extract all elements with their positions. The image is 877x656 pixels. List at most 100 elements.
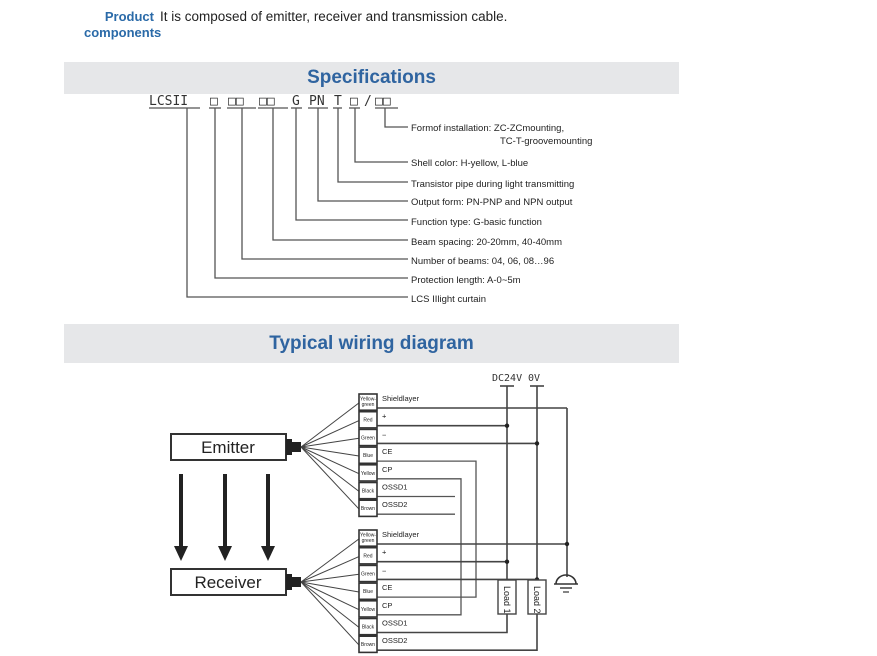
desc-length: Protection length: A-0~5m [411,275,521,286]
wire-color-label: Brown [361,506,375,512]
fan-wire [300,446,360,457]
wire-signal-label: CE [382,583,392,592]
spec-leader-line [354,108,408,163]
product-components-text: It is composed of emitter, receiver and … [160,9,508,24]
product-components-label: Product components [84,9,162,41]
desc-shell: Shell color: H-yellow, L-blue [411,158,528,169]
code-part-output: PN [309,94,325,109]
light-beams [174,474,275,561]
wire-signal-label: OSSD1 [382,483,407,492]
wire-signal-label: CP [382,465,392,474]
spec-leader-line [337,108,408,183]
rail-dc24v-label: DC24V [492,373,522,384]
fan-wire [300,538,360,583]
terminal-box [358,463,378,482]
code-part-spacing: □□ [259,94,275,109]
terminal-box [358,481,378,500]
wire-signal-label: OSSD2 [382,636,407,645]
wire-color-label: Blue [363,589,373,595]
model-code: LCSII □ □□ □□ G PN T □ / □□ [149,94,391,109]
code-part-slash: / [364,94,372,109]
spec-descriptions: Formof installation: ZC-ZCmounting, TC-T… [411,123,592,305]
code-part-series: LCSII [149,94,188,109]
terminal-box [358,393,378,412]
power-rails: DC24V 0V [492,373,540,384]
wire-color-label: Black [362,489,375,495]
receiver-box [170,568,287,596]
junction-dot [564,541,570,547]
receiver: Receiver [170,568,301,596]
emitter-plug [292,442,301,452]
wire-signal-label: − [382,430,387,439]
wire-color-label: Blue [363,453,373,459]
terminal-box [358,564,378,583]
wire-color-label: Red [363,418,372,424]
desc-output: Output form: PN-PNP and NPN output [411,197,573,208]
wire-color-label: green [362,538,375,544]
cp-link-wire [377,478,462,616]
desc-series: LCS IIlight curtain [411,294,486,305]
ce-link-wire [377,460,477,598]
specifications-heading: Specifications [64,62,679,94]
spec-leader-line [295,108,408,221]
fan-wire [300,581,360,593]
wire-color-label: Red [363,554,372,560]
wire-signal-label: Shieldlayer [382,530,420,539]
wire-color-label: Brown [361,642,375,648]
receiver-ossd1-wire [377,614,508,634]
fan-wire [300,402,360,448]
desc-mounting-2: TC-T-groovemounting [500,136,592,147]
terminal-box [358,635,378,654]
fan-wire [300,420,360,448]
spec-leader-line [214,108,408,279]
fan-wire [300,556,360,583]
junction-dot [504,559,510,564]
wiring-diagram-heading: Typical wiring diagram [64,324,679,363]
receiver-ossd2-wire [377,614,538,651]
wire-color-label: green [362,402,375,408]
code-part-shell: □ [350,94,358,109]
emitter-connector [286,439,292,455]
fan-wire [300,581,360,646]
wire-signal-label: + [382,412,387,421]
product-label-line1: Product [104,9,154,24]
terminal-box [358,529,378,548]
receiver-label: Receiver [194,573,261,592]
fan-wire [300,446,360,510]
spec-leader-line [272,108,408,241]
load-2-box [527,579,547,615]
spec-leader-lines [149,107,408,298]
code-part-length: □ [210,94,218,109]
code-part-mounting: □□ [375,94,391,109]
spec-leader-line [186,108,408,298]
wire-color-label: Yellow- [360,397,376,403]
junction-dot [534,441,540,446]
wire-color-label: Yellow [361,607,376,613]
receiver-connector [286,574,292,590]
wire-signal-label: CP [382,601,392,610]
fan-wire [300,437,360,448]
load-1-label: Load 1 [502,586,512,614]
code-part-beams: □□ [228,94,244,109]
desc-function: Function type: G-basic function [411,217,542,228]
junction-dot [504,423,510,428]
terminal-box [358,428,378,447]
terminal-box [358,499,378,518]
fan-wire [300,581,360,628]
product-label-line2: components [84,25,162,40]
terminal-box [358,546,378,565]
wire-signal-label: + [382,548,387,557]
code-part-function: G [292,94,300,109]
terminal-box [358,582,378,601]
desc-spacing: Beam spacing: 20-20mm, 40-40mm [411,237,562,248]
fan-wire [300,573,360,583]
ground-icon [554,574,578,593]
spec-leader-line [317,108,408,202]
wire-signal-label: OSSD1 [382,619,407,628]
spec-leader-line [241,108,408,260]
fan-wire [300,581,360,611]
code-part-transistor: T [334,94,342,109]
load-1: Load 1 [497,579,517,615]
